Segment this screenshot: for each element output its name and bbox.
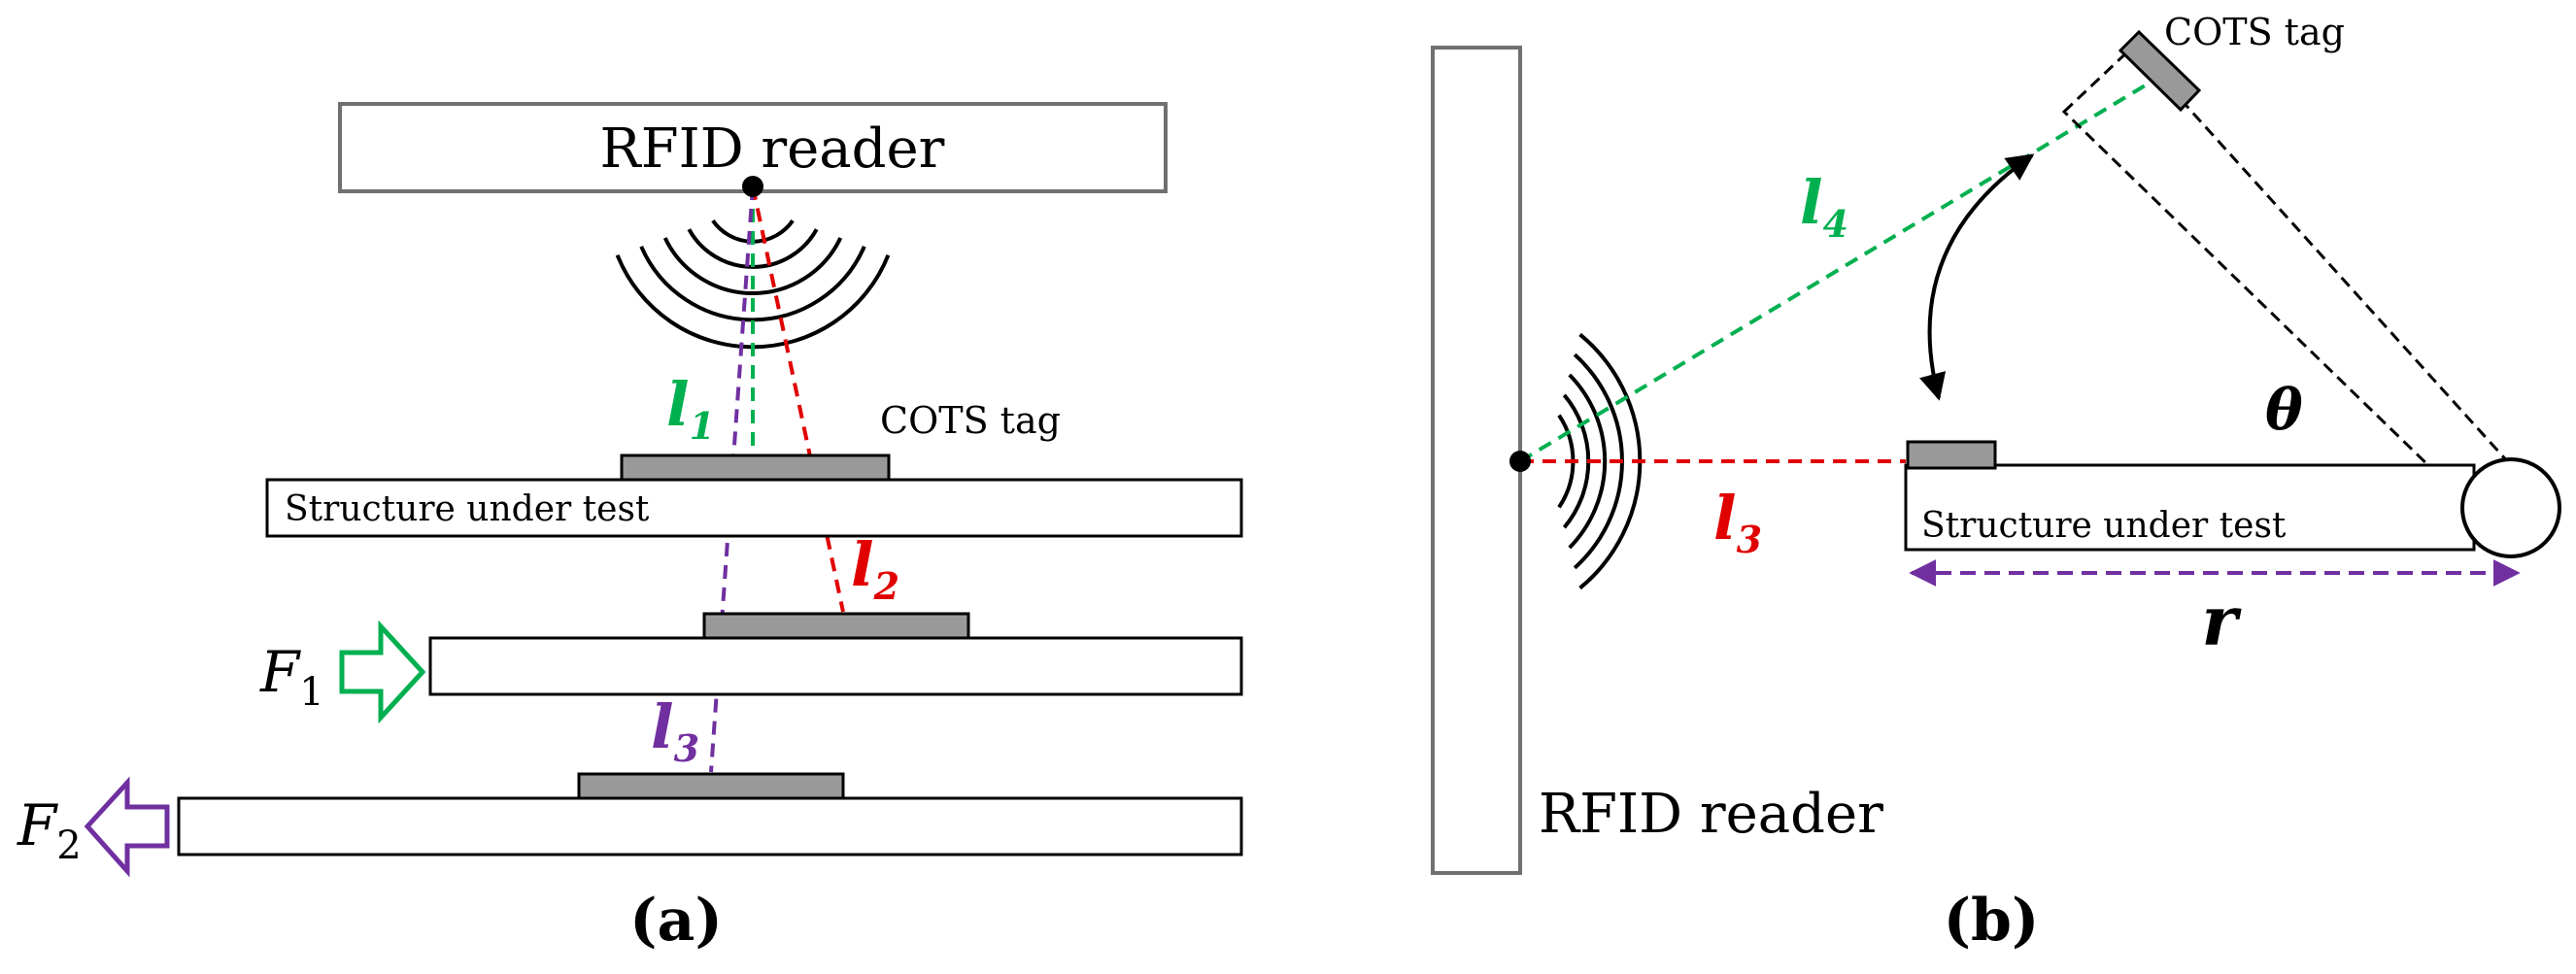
caption-b: (b) (1944, 887, 2040, 955)
tag-middle (702, 612, 970, 640)
theta-label: θ (2265, 377, 2303, 443)
l2-label: l2 (851, 529, 899, 608)
structure-middle (428, 636, 1243, 696)
l1-label: l1 (666, 369, 715, 448)
l3-label-a: l3 (651, 691, 699, 770)
structure-label-a: Structure under test (285, 489, 650, 529)
pivot-circle (2460, 457, 2561, 558)
cots-tag-label-b: COTS tag (2164, 11, 2345, 53)
tag-bottom (577, 772, 845, 800)
panel-b: RFID reader COTS tag Structure under tes… (1431, 11, 2561, 955)
structure-b (1904, 463, 2476, 552)
f2-arrow-icon (84, 776, 170, 878)
f1-arrow-icon (339, 620, 426, 724)
rfid-reader-box-b (1431, 46, 1522, 875)
caption-a: (a) (629, 887, 723, 955)
f2-label: F2 (17, 792, 82, 868)
l3-label-b: l3 (1713, 483, 1762, 561)
rfid-reader-label-b: RFID reader (1539, 783, 1883, 846)
rotation-arrow-icon (1919, 153, 2035, 401)
tag-rotated (2118, 29, 2202, 113)
structure-top (265, 478, 1243, 538)
structure-label-b: Structure under test (1921, 506, 2287, 546)
tag-b (1906, 440, 1997, 470)
tag-top (620, 453, 891, 482)
radius-label: r (2202, 581, 2243, 661)
reader-antenna-dot-b (1509, 451, 1531, 472)
l2-dashed-line (751, 185, 845, 613)
l4-label: l4 (1800, 167, 1848, 246)
panel-a: RFID reader Structure under test COTS ta… (17, 102, 1243, 955)
structure-bottom (177, 796, 1243, 856)
l4-dashed-line (1518, 71, 2168, 463)
f1-label: F1 (259, 639, 324, 715)
cots-tag-label-a: COTS tag (880, 399, 1061, 442)
reader-antenna-dot-a (742, 176, 763, 197)
rfid-reader-label-a: RFID reader (600, 118, 945, 181)
